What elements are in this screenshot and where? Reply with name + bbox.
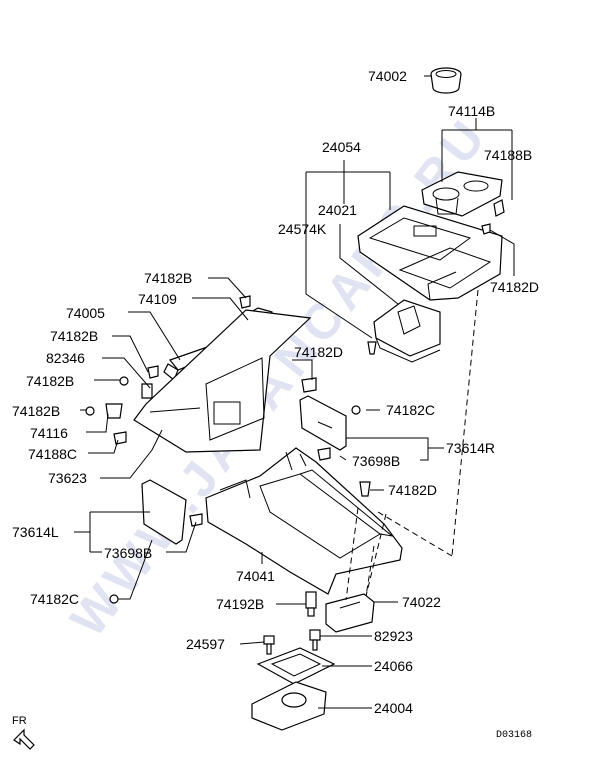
part-74182D-clip-b: [301, 377, 317, 393]
label-24054: 24054: [322, 139, 361, 155]
label-24004: 24004: [374, 700, 413, 716]
label-74109: 74109: [138, 291, 177, 307]
part-82923-drawing: [309, 629, 321, 651]
label-74188B: 74188B: [484, 147, 532, 163]
part-73614L-drawing: [141, 479, 187, 545]
label-73698B-b: 73698B: [104, 545, 152, 561]
leader-lines: [74, 75, 515, 709]
label-73614R: 73614R: [446, 440, 495, 456]
part-74182D-clip-a: [367, 341, 377, 355]
label-74041: 74041: [236, 568, 275, 584]
label-82923: 82923: [374, 628, 413, 644]
label-24574K: 24574K: [278, 221, 327, 237]
label-74114B: 74114B: [448, 103, 495, 119]
part-73698B-clip-a: [317, 447, 331, 461]
label-74182B-c: 74182B: [26, 373, 74, 389]
front-arrow-icon: [13, 728, 35, 750]
diagram-code: D03168: [496, 730, 532, 741]
part-74022-drawing: [325, 593, 375, 633]
label-24066: 24066: [374, 658, 413, 674]
part-74182C-clip-a: [351, 405, 361, 415]
part-24021-drawing: [357, 205, 503, 301]
part-24066-drawing: [256, 647, 336, 685]
part-74114B-drawing: [421, 171, 503, 217]
part-24004-drawing: [251, 681, 327, 731]
label-24597: 24597: [186, 636, 225, 652]
part-73698B-clip-b: [189, 513, 203, 527]
label-24021: 24021: [318, 202, 357, 218]
label-74182C-b: 74182C: [30, 591, 79, 607]
part-74188C-drawing: [113, 431, 127, 445]
label-74116: 74116: [30, 425, 68, 441]
part-24597-drawing: [263, 635, 275, 655]
label-74182D-a: 74182D: [490, 279, 539, 295]
part-74182D-clip-c: [359, 481, 371, 497]
part-74182D-clip-right: [481, 223, 491, 235]
part-24574K-drawing: [373, 299, 441, 363]
part-82346-drawing: [147, 365, 159, 379]
part-74182B-clip-d: [85, 403, 123, 419]
label-73698B-a: 73698B: [352, 453, 400, 469]
label-74182D-b: 74182D: [294, 344, 343, 360]
label-74182C-a: 74182C: [386, 402, 435, 418]
part-74182C-clip-b: [109, 594, 119, 604]
part-73614R-drawing: [299, 395, 347, 451]
label-74182B-b: 74182B: [50, 328, 98, 344]
label-74192B: 74192B: [216, 596, 264, 612]
label-74182B-a: 74182B: [144, 270, 192, 286]
part-74041-drawing: [205, 447, 403, 595]
label-73623: 73623: [48, 470, 87, 486]
alignment-lines: [345, 289, 479, 601]
label-74182D-c: 74182D: [388, 482, 437, 498]
part-74188B-drawing: [493, 199, 505, 217]
label-74005: 74005: [66, 305, 105, 321]
part-73623-drawing: [133, 309, 312, 453]
label-74022: 74022: [402, 594, 441, 610]
label-73614L: 73614L: [12, 524, 59, 540]
label-74182B-d: 74182B: [12, 403, 60, 419]
fr-label: FR: [12, 715, 27, 727]
label-82346: 82346: [46, 350, 85, 366]
label-74188C: 74188C: [28, 446, 77, 462]
label-74002: 74002: [368, 68, 407, 84]
part-74192B-drawing: [305, 591, 317, 617]
part-74002-drawing: [430, 67, 462, 94]
part-74182B-clip-c: [119, 376, 153, 399]
